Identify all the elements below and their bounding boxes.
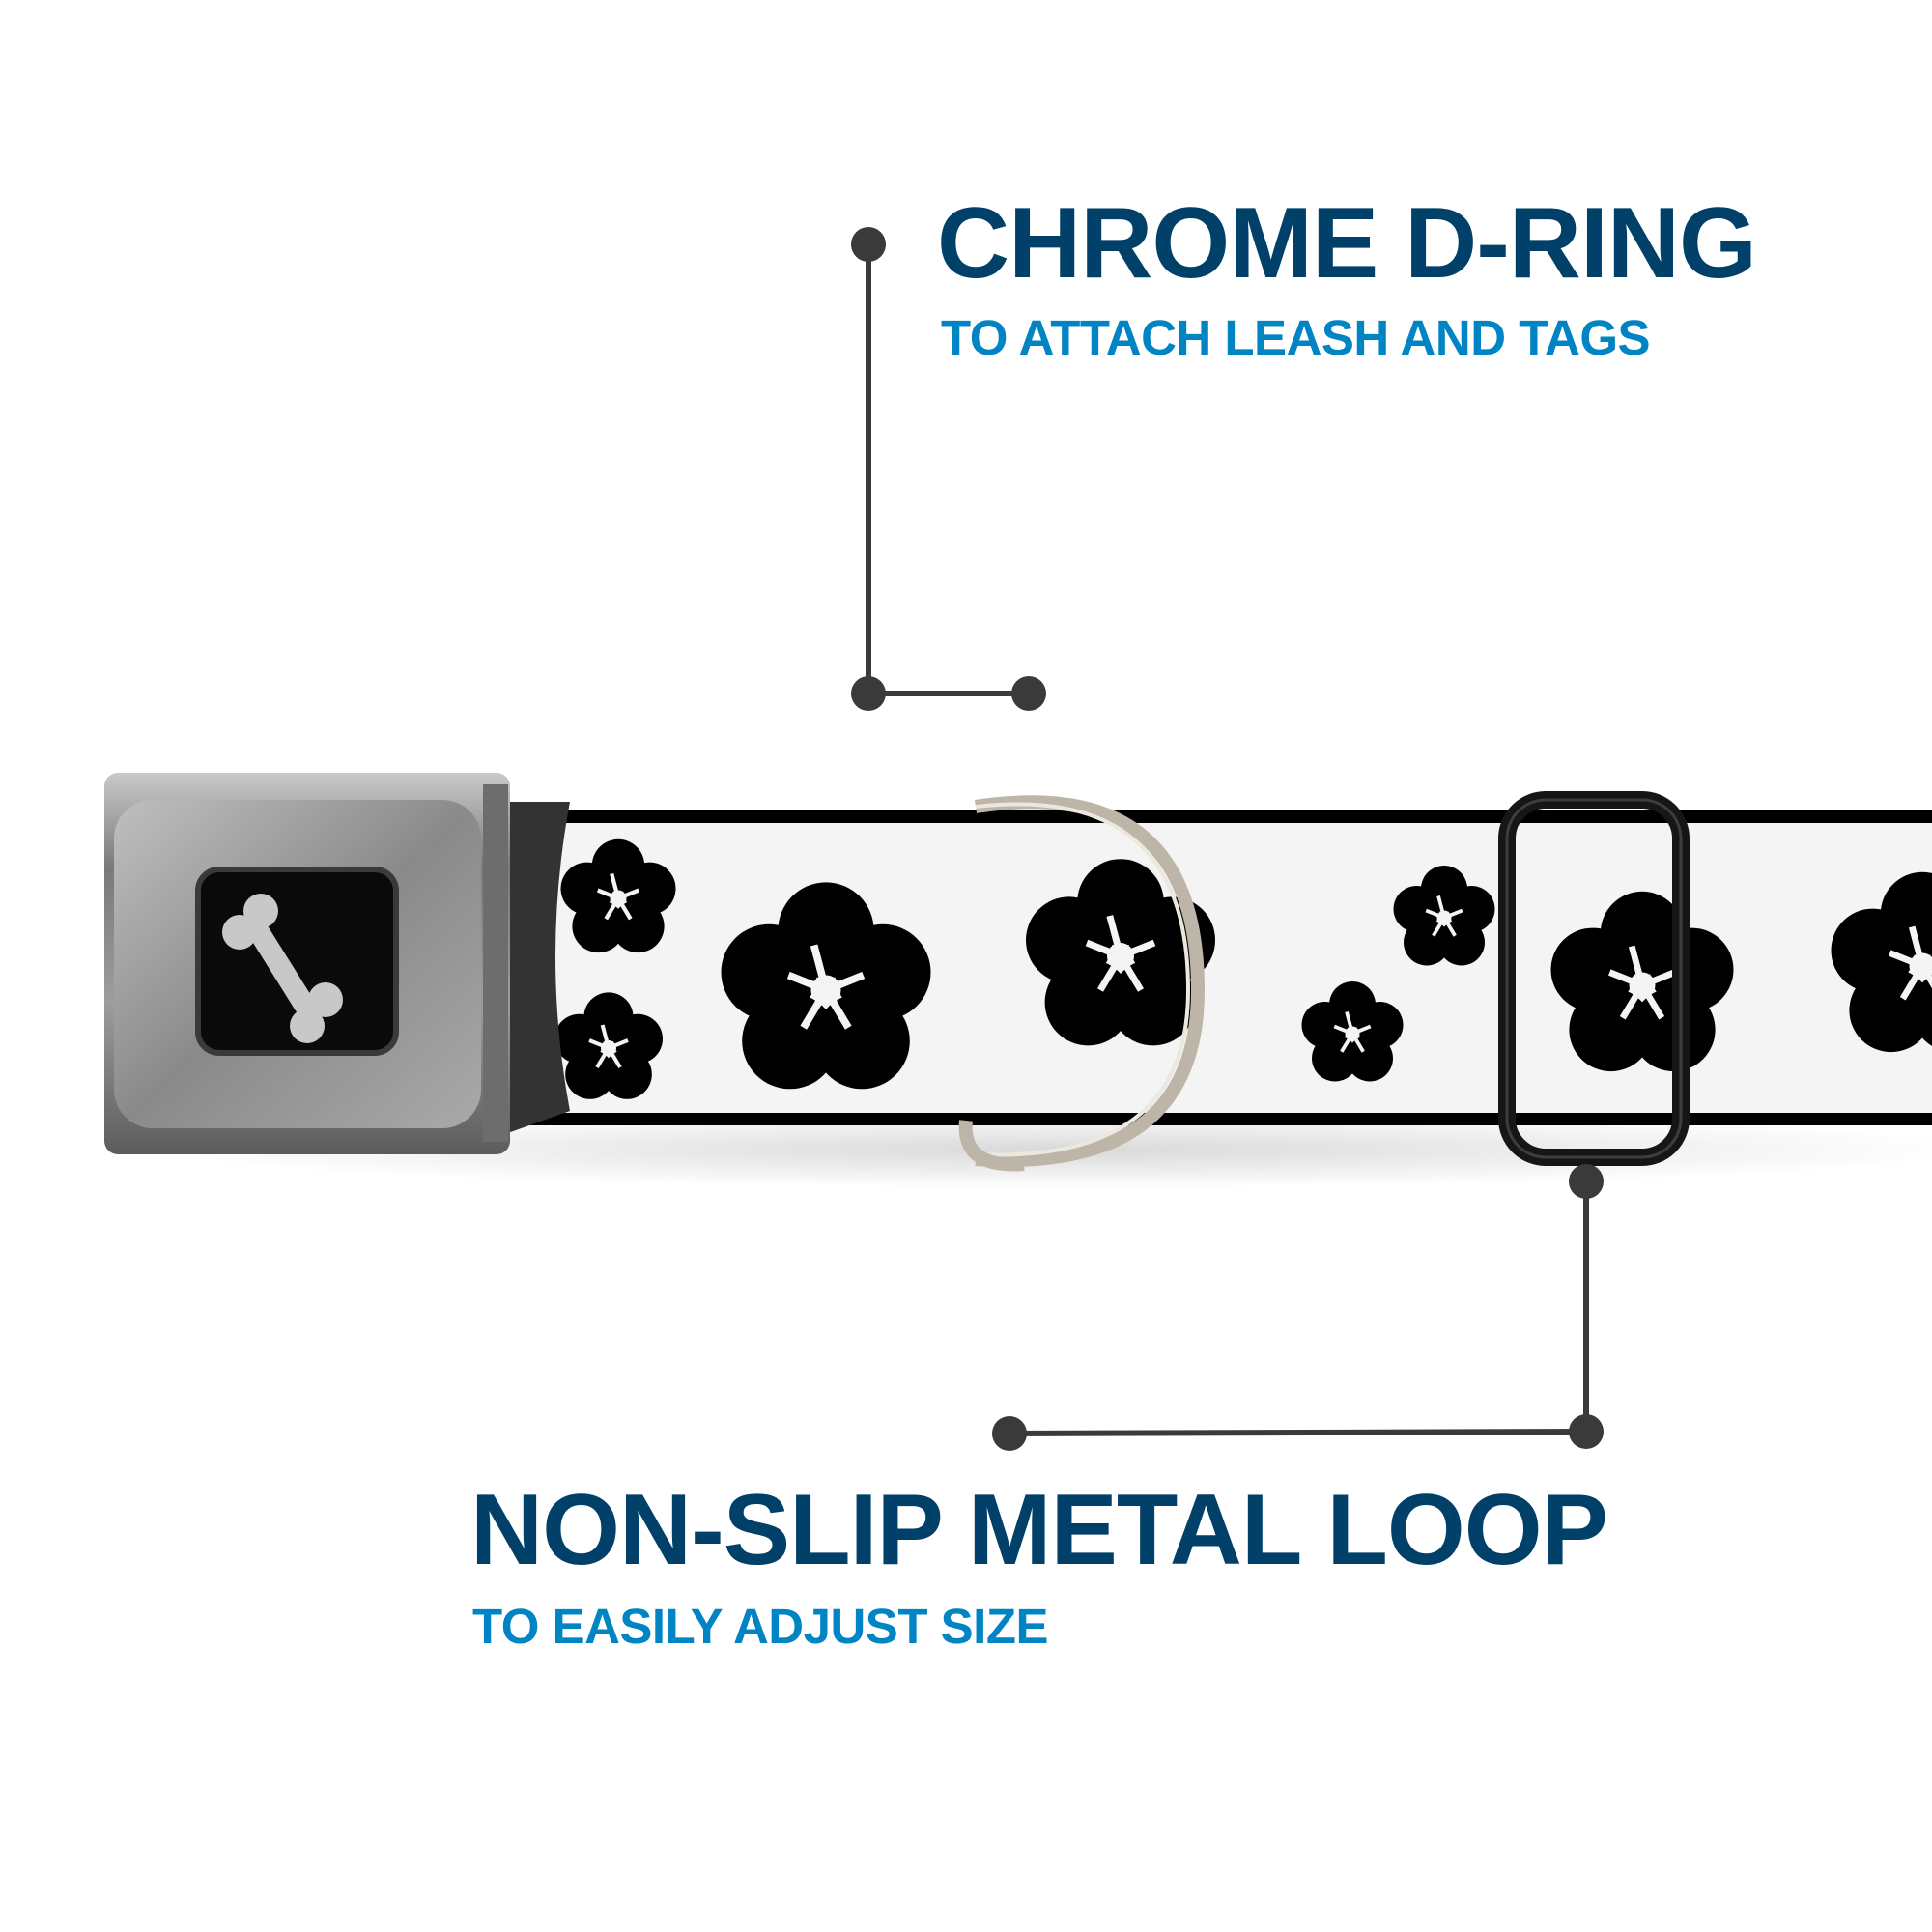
feature-title-metal-loop: NON-SLIP METAL LOOP (470, 1474, 1608, 1586)
dog-bone-icon (222, 894, 343, 1043)
collar-strap (526, 810, 1932, 1125)
feature-title-d-ring: CHROME D-RING (937, 187, 1757, 299)
connector-d-ring (851, 227, 1046, 711)
non-slip-metal-loop (1498, 791, 1690, 1166)
seatbelt-buckle (104, 773, 510, 1154)
chrome-d-ring (958, 795, 1206, 1172)
feature-subtitle-metal-loop: TO EASILY ADJUST SIZE (472, 1599, 1049, 1654)
strap-end (502, 802, 570, 1135)
feature-subtitle-d-ring: TO ATTACH LEASH AND TAGS (941, 310, 1651, 365)
connector-metal-loop (992, 1164, 1604, 1451)
